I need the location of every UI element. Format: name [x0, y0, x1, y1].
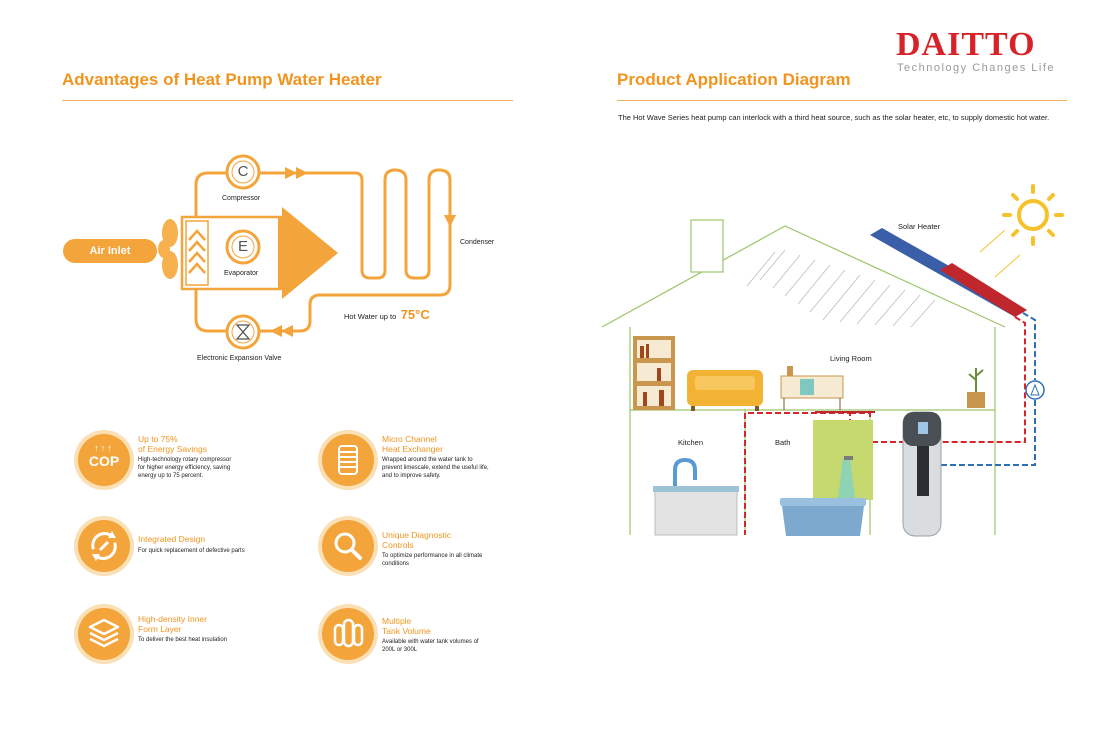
- feature-title-line2: Form Layer: [138, 624, 182, 634]
- application-description: The Hot Wave Series heat pump can interl…: [618, 113, 1050, 122]
- feature-desc: energy up to 75 percent.: [138, 473, 204, 479]
- feature-cop-icon: ↑↑↑ COP: [78, 434, 130, 486]
- hot-water-temp: 75°C: [400, 307, 430, 322]
- feature-title-line2: Controls: [382, 540, 414, 550]
- cop-text: COP: [88, 453, 120, 469]
- feature-desc: For quick replacement of defective parts: [138, 548, 245, 554]
- house-application-diagram: [601, 184, 1064, 537]
- air-inlet-pill: Air Inlet: [63, 239, 157, 263]
- feature-title: High-density Inner: [138, 614, 207, 624]
- right-title-divider: [617, 100, 1067, 101]
- left-section-title: Advantages of Heat Pump Water Heater: [62, 70, 382, 89]
- hot-water-prefix: Hot Water up to: [344, 312, 397, 321]
- brand-logo: DAITTO: [896, 26, 1036, 63]
- feature-diagnostic: Unique Diagnostic Controls To optimize p…: [382, 530, 482, 568]
- right-section-title: Product Application Diagram: [617, 70, 851, 89]
- feature-desc: for higher energy efficiency, saving: [138, 465, 231, 471]
- feature-desc: conditions: [382, 561, 410, 567]
- left-title-divider: [62, 100, 513, 101]
- feature-desc: To deliver the best heat insulation: [138, 637, 228, 643]
- feature-desc: 200L or 300L: [382, 647, 418, 653]
- feature-tank-volume: Multiple Tank Volume Available with wate…: [382, 616, 479, 654]
- brand-tagline: Technology Changes Life: [897, 62, 1056, 74]
- feature-title-line2: Heat Exchanger: [382, 444, 443, 454]
- heat-pump-cycle-diagram: [158, 154, 456, 350]
- feature-desc: and to improve safety.: [382, 473, 441, 479]
- feature-title: Integrated Design: [138, 534, 206, 544]
- condenser-label: Condenser: [460, 239, 495, 246]
- feature-micro-channel: Micro Channel Heat Exchanger Wrapped aro…: [382, 434, 489, 480]
- feature-title: Micro Channel: [382, 434, 437, 444]
- insulation-layers-icon: [78, 608, 130, 660]
- up-arrows-icon: ↑↑↑: [94, 443, 114, 453]
- feature-title: Up to 75%: [138, 434, 178, 444]
- compressor-label: Compressor: [222, 195, 261, 202]
- feature-integrated-design: Integrated Design For quick replacement …: [138, 534, 245, 555]
- feature-desc: Wrapped around the water tank to: [382, 457, 473, 463]
- feature-title: Unique Diagnostic: [382, 530, 451, 540]
- feature-title-line2: Tank Volume: [382, 626, 431, 636]
- feature-desc: To optimize performance in all climate: [382, 553, 483, 559]
- heat-exchanger-icon: [322, 434, 374, 486]
- expansion-valve-label: Electronic Expansion Valve: [197, 355, 282, 362]
- evaporator-label: Evaporator: [224, 270, 259, 277]
- feature-desc: Available with water tank volumes of: [382, 639, 479, 645]
- feature-desc: High-technology rotary compressor: [138, 457, 232, 463]
- feature-inner-foam: High-density Inner Form Layer To deliver…: [138, 614, 227, 644]
- solar-heater-label: Solar Heater: [898, 222, 941, 231]
- sun-icon: [979, 184, 1064, 278]
- integrated-design-icon: [78, 520, 130, 572]
- diagnostic-search-icon: [322, 520, 374, 572]
- kitchen-label: Kitchen: [678, 438, 704, 447]
- feature-energy-savings: Up to 75% of Energy Savings High-technol…: [138, 434, 231, 480]
- evaporator-letter: E: [237, 238, 248, 255]
- feature-title: Multiple: [382, 616, 412, 626]
- living-room-label: Living Room: [830, 354, 872, 363]
- tank-volume-icon: [322, 608, 374, 660]
- bath-label: Bath: [775, 438, 791, 447]
- feature-title-line2: of Energy Savings: [138, 444, 207, 454]
- compressor-letter: C: [237, 163, 249, 180]
- feature-desc: prevent limescale, extend the useful lif…: [382, 465, 489, 471]
- hot-water-temperature: Hot Water up to 75°C: [344, 306, 430, 324]
